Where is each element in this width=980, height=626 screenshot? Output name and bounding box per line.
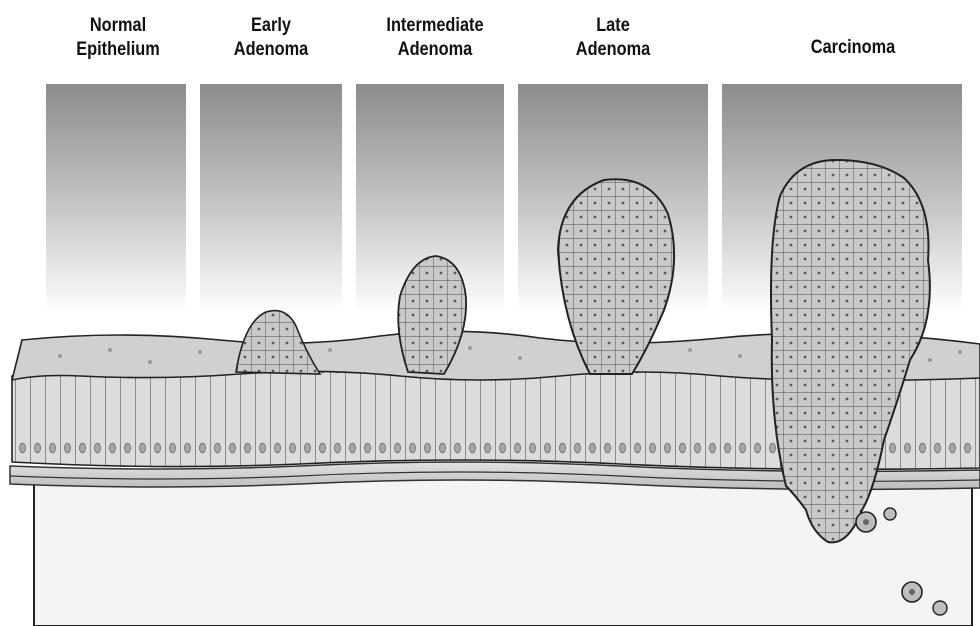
invading-cell: [884, 508, 896, 520]
invading-cell: [933, 601, 947, 615]
cell-nucleus: [863, 519, 869, 525]
cell-nucleus: [909, 589, 915, 595]
panel-normal: [46, 84, 186, 314]
panel-early: [200, 84, 342, 314]
